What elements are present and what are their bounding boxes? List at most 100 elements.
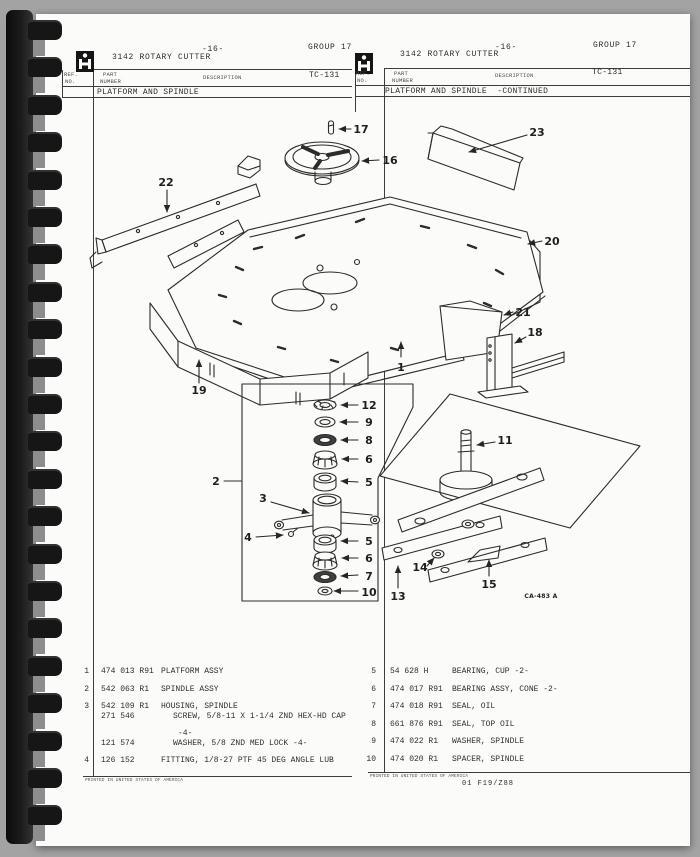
callout-16: 16: [382, 154, 398, 167]
callout-15: 15: [481, 578, 496, 591]
callout-20: 20: [544, 235, 560, 248]
part-description: BEARING ASSY, CONE -2-: [452, 684, 558, 694]
binding-tooth: [28, 655, 62, 676]
callout-17: 17: [353, 123, 368, 136]
part-ref-no: 7: [371, 702, 376, 711]
binding-tooth: [28, 543, 62, 564]
part-ref-no: [75, 730, 94, 739]
callout-18: 18: [527, 326, 542, 339]
binding-tooth: [28, 356, 62, 377]
callout-11: 11: [497, 434, 512, 447]
figure-code: CA-483 A: [524, 593, 557, 600]
part-description: SEAL, OIL: [452, 702, 496, 711]
cotter-pin-17: [327, 120, 335, 135]
part-ref-no: 4: [84, 756, 89, 765]
part-description: SCREW, 5/8-11 X 1-1/4 ZND HEX-HD CAP: [173, 711, 346, 721]
part-description: HOUSING, SPINDLE: [161, 702, 238, 711]
binding-tooth: [28, 805, 62, 826]
ih-logo: [355, 53, 373, 74]
part-ref-no: [75, 740, 94, 749]
callout-21: 21: [515, 306, 530, 319]
part-description: -4-: [178, 729, 193, 738]
binding-tooth: [28, 94, 62, 115]
part-ref-no: 9: [371, 737, 376, 746]
page-number-left: -16-: [202, 45, 225, 54]
part-ref-no: [75, 713, 94, 722]
part-description: SEAL, TOP OIL: [452, 719, 515, 729]
bearing-cup-upper: [313, 472, 337, 492]
col-desc-left: DESCRIPTION: [203, 74, 242, 81]
part-number: 542 063 R1: [101, 684, 150, 694]
part-number: 542 109 R1: [101, 702, 150, 711]
binding-tooth: [28, 394, 62, 414]
footer-right: PRINTED IN UNITED STATES OF AMERICA: [370, 774, 469, 779]
part-ref-no: 1: [84, 667, 89, 676]
part-description: SPACER, SPINDLE: [452, 754, 525, 764]
section-title-left: PLATFORM AND SPINDLE: [97, 88, 200, 97]
binding-tooth: [28, 132, 62, 153]
binding-tooth: [28, 581, 62, 601]
callout-19: 19: [191, 384, 206, 397]
callout-9: 9: [365, 416, 373, 429]
part-ref-no: 2: [84, 684, 89, 694]
binding-tooth: [28, 319, 62, 340]
callout-10: 10: [361, 586, 377, 599]
bearing-cup-lower: [313, 534, 337, 554]
part-description: WASHER, 5/8 ZND MED LOCK -4-: [173, 738, 308, 748]
col-part-right: PART: [394, 70, 409, 77]
binding-tooth: [28, 207, 62, 227]
part-number: 474 022 R1: [390, 737, 439, 746]
binding-tooth: [28, 693, 62, 714]
form-code-left: TC-131: [309, 71, 340, 80]
binding-tooth: [28, 468, 62, 489]
group-label-left: GROUP 17: [308, 43, 353, 52]
mounting-rail-partner: [167, 219, 245, 269]
callout-22: 22: [158, 176, 173, 189]
page-title-left: 3142 ROTARY CUTTER: [112, 53, 212, 62]
col-ref-left: REF.: [64, 71, 79, 78]
part-number: 474 017 R91: [390, 684, 443, 694]
part-number: 54 628 H: [390, 667, 429, 676]
callout-5-lower: 5: [365, 535, 373, 548]
part-number: [101, 730, 161, 739]
lube-fitting-4: [287, 527, 299, 538]
bracket-18: [477, 333, 565, 399]
part-ref-no: 8: [371, 719, 376, 729]
binding-tooth: [28, 730, 62, 751]
detail-box-2: [223, 383, 414, 602]
col-number-left: NUMBER: [100, 78, 122, 85]
part-description: FITTING, 1/8-27 PTF 45 DEG ANGLE LUB: [161, 756, 334, 765]
col-number-right: NUMBER: [392, 77, 414, 84]
blade-assy-backdrop: [379, 393, 641, 529]
callout-leaders: [163, 125, 543, 595]
page-number-right: -16-: [495, 43, 518, 52]
binding-tooth: [28, 281, 62, 302]
callout-14: 14: [412, 561, 428, 574]
part-description: PLATFORM ASSY: [161, 667, 224, 676]
callout-6-upper: 6: [365, 453, 373, 466]
part-description: BEARING, CUP -2-: [452, 667, 529, 676]
binding-tooth: [28, 244, 62, 265]
part-description: WASHER, SPINDLE: [452, 737, 525, 746]
binding-tooth: [28, 506, 62, 527]
col-ref2-right: NO.: [357, 77, 368, 84]
angle-clip: [237, 155, 261, 179]
bearing-cone-lower: [312, 551, 338, 571]
binding-tooth: [28, 20, 62, 40]
callout-2: 2: [212, 475, 220, 488]
part-row: 6 474 017 R91 BEARING ASSY, CONE -2-: [362, 684, 688, 695]
spacer-10: [317, 586, 333, 596]
part-ref-no: 6: [371, 684, 376, 694]
section-title-right: PLATFORM AND SPINDLE -CONTINUED: [385, 87, 549, 96]
callout-3: 3: [259, 492, 267, 505]
callout-5-upper: 5: [365, 476, 373, 489]
binding-tooth: [28, 768, 62, 788]
